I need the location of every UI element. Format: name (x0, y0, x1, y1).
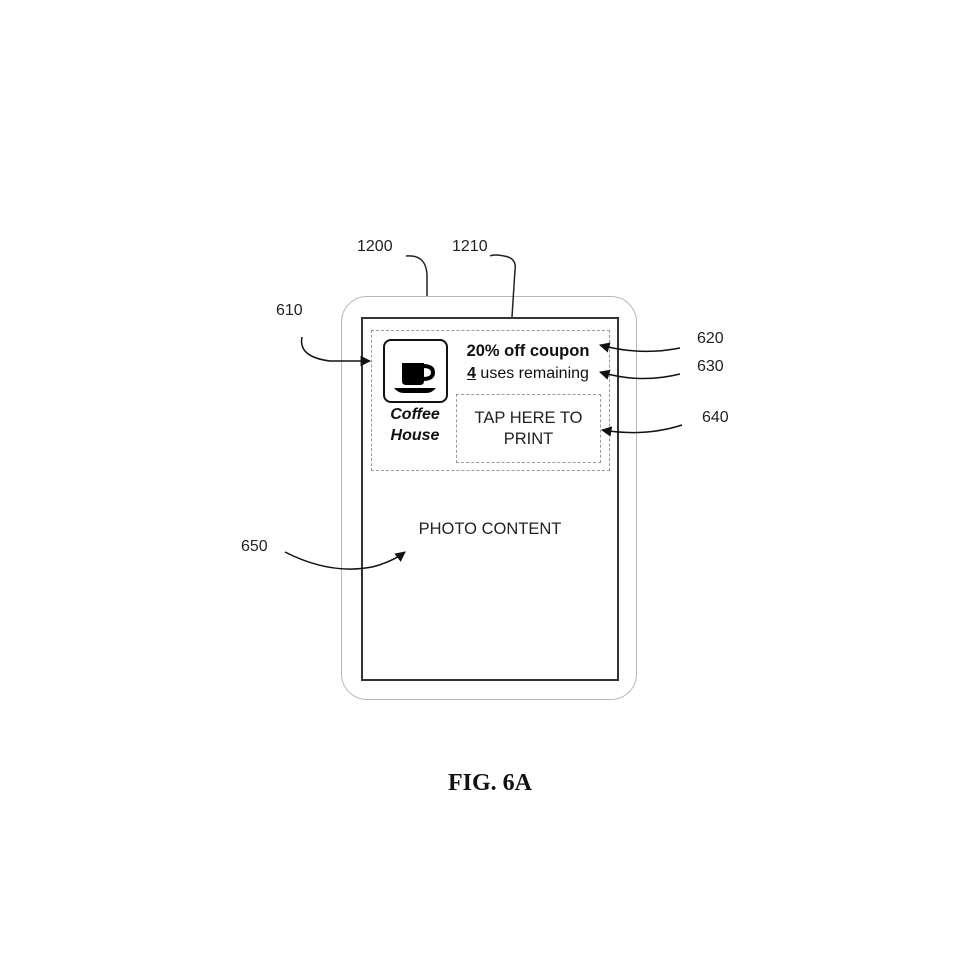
print-button-line1: TAP HERE TO (474, 408, 583, 427)
ref-label-offer-title: 620 (697, 330, 724, 347)
ref-label-print-button: 640 (702, 409, 729, 426)
merchant-name-line2: House (390, 427, 440, 444)
uses-remaining: 4 uses remaining (452, 365, 604, 383)
ref-label-merchant-icon: 610 (276, 302, 303, 319)
merchant-name-line1: Coffee (390, 406, 440, 423)
ref-label-uses-remaining: 630 (697, 358, 724, 375)
print-button-line2: PRINT (503, 429, 554, 448)
ref-label-photo-content: 650 (241, 538, 268, 555)
coupon-title: 20% off coupon (466, 342, 590, 360)
ref-label-device: 1200 (357, 238, 393, 255)
merchant-logo (383, 339, 448, 403)
leader-device (405, 255, 428, 296)
uses-count: 4 (467, 365, 476, 382)
coupon-panel (371, 330, 610, 471)
photo-content: PHOTO CONTENT (418, 520, 562, 538)
figure-caption: FIG. 6A (448, 770, 532, 796)
coffee-cup-icon (394, 363, 436, 393)
ref-label-screen: 1210 (452, 238, 488, 255)
merchant-name: Coffee House (374, 404, 456, 446)
uses-suffix: uses remaining (475, 365, 589, 382)
print-coupon-button[interactable]: TAP HERE TO PRINT (456, 394, 601, 463)
